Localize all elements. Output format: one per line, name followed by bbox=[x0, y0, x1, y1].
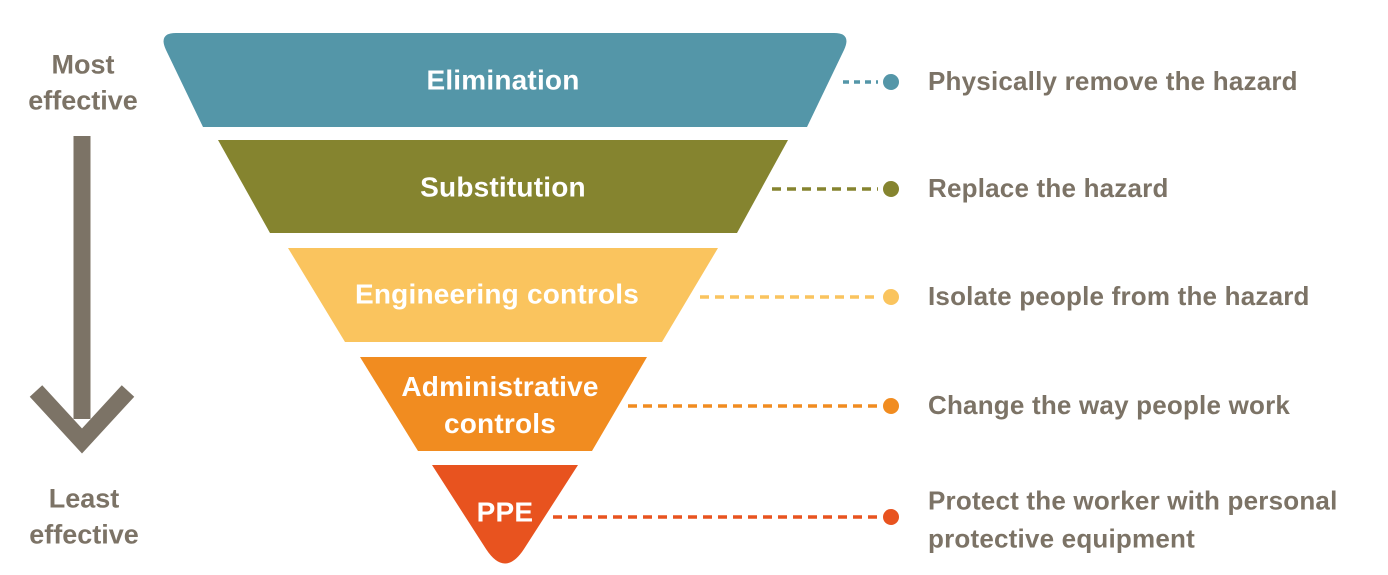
funnel-band-administrative-controls bbox=[360, 357, 647, 451]
band-label-engineering-controls: Engineering controls bbox=[354, 278, 640, 310]
connector-dot-ppe bbox=[883, 509, 899, 525]
funnel-band-ppe bbox=[432, 465, 578, 564]
band-label-substitution: Substitution bbox=[420, 171, 586, 203]
band-label-elimination: Elimination bbox=[426, 64, 580, 96]
description-ppe: Protect the worker with personal protect… bbox=[928, 485, 1338, 553]
funnel-band-engineering-controls bbox=[288, 248, 718, 342]
connector-dot-substitution bbox=[883, 181, 899, 197]
most-effective-label: Most effective bbox=[28, 49, 138, 115]
effectiveness-arrow-head-icon bbox=[29, 385, 135, 454]
description-administrative-controls: Change the way people work bbox=[928, 390, 1291, 421]
description-elimination: Physically remove the hazard bbox=[928, 66, 1298, 97]
band-label-administrative-controls: Administrative controls bbox=[401, 371, 599, 439]
connector-dot-elimination bbox=[883, 74, 899, 90]
funnel-band-substitution bbox=[218, 140, 788, 233]
description-engineering-controls: Isolate people from the hazard bbox=[928, 281, 1310, 312]
least-effective-label: Least effective bbox=[29, 483, 139, 549]
connector-dot-administrative-controls bbox=[883, 398, 899, 414]
band-label-ppe: PPE bbox=[476, 496, 534, 528]
funnel-band-elimination bbox=[163, 33, 847, 127]
description-substitution: Replace the hazard bbox=[928, 173, 1169, 204]
connector-dot-engineering-controls bbox=[883, 289, 899, 305]
